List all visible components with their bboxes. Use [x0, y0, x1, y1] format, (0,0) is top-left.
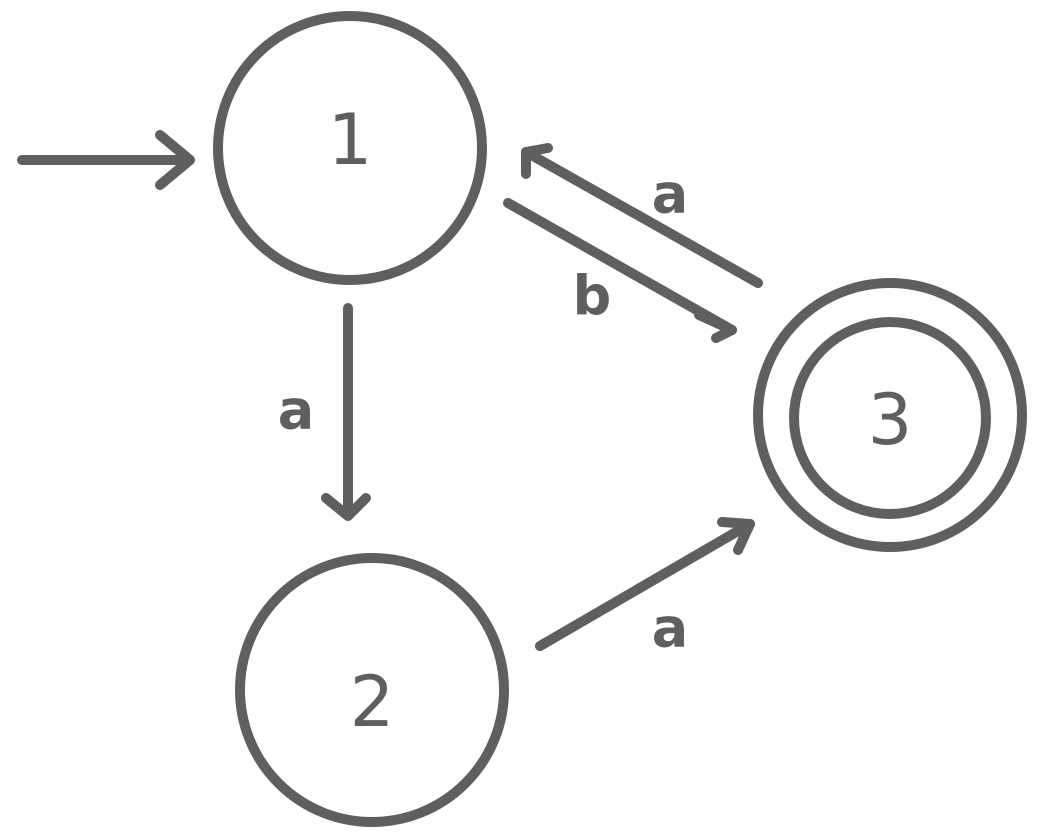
initial-arrow: [17, 130, 195, 190]
transition-1-to-3: b: [503, 198, 737, 343]
state-3-label: 3: [868, 379, 913, 461]
state-2: 2: [235, 553, 509, 827]
transition-3-to-1-label: a: [652, 163, 688, 226]
state-2-circle: [235, 553, 509, 827]
state-3-inner-circle: [789, 317, 991, 519]
state-3-outer-circle: [753, 278, 1027, 552]
state-1: 1: [213, 11, 487, 285]
state-1-circle: [213, 11, 487, 285]
transition-1-to-2: a: [278, 303, 371, 521]
transition-1-to-3-label: b: [573, 265, 612, 328]
state-2-label: 2: [350, 661, 395, 743]
transition-2-to-3: a: [535, 517, 755, 660]
state-1-label: 1: [328, 99, 373, 181]
state-3: 3: [753, 278, 1027, 552]
transition-1-to-2-label: a: [278, 379, 314, 442]
transition-2-to-3-label: a: [652, 597, 688, 660]
transition-3-to-1: a: [521, 143, 763, 288]
